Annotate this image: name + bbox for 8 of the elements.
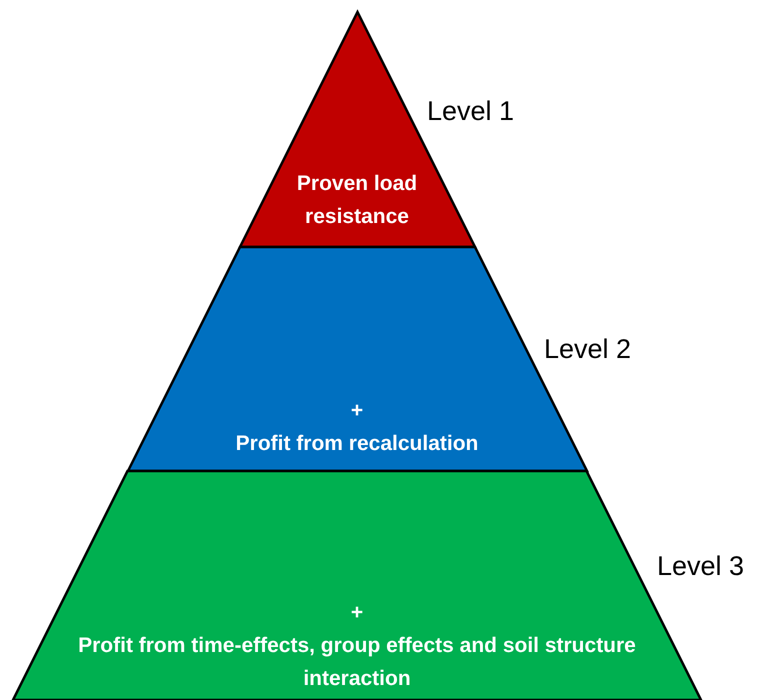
level-label: Level 3 <box>657 551 744 582</box>
section-label: Profit from time-effects, group effects and soil structure interaction <box>77 633 637 692</box>
section-label: Profit from recalculation <box>236 431 478 457</box>
level-label: Level 1 <box>427 96 514 127</box>
section-label: Proven load resistance <box>296 171 418 230</box>
plus-sign: + <box>350 398 364 424</box>
plus-sign: + <box>350 600 364 626</box>
level-label: Level 2 <box>544 334 632 365</box>
